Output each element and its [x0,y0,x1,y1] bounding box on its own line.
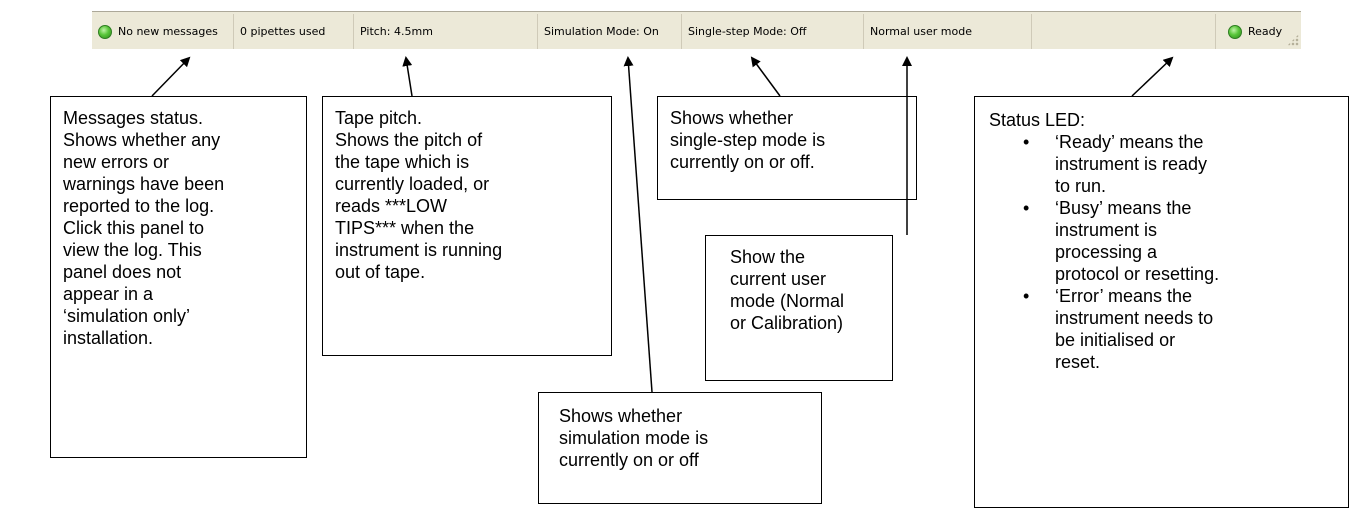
bullet-error: ‘Error’ means the instrument needs to be… [989,285,1340,373]
callout-line: instrument is running [335,240,503,260]
callout-line: view the log. This [63,240,202,260]
status-bar: No new messages 0 pipettes used Pitch: 4… [92,11,1301,49]
bullet-line: processing a [1055,242,1158,262]
callout-line: currently on or off. [670,152,815,172]
status-text: Ready [1248,25,1283,38]
bullet-line: ‘Ready’ means the [1055,132,1204,152]
simulation-callout: Shows whether simulation mode is current… [538,392,822,504]
callout-line: TIPS*** when the [335,218,475,238]
pitch-arrow [402,56,413,97]
callout-line: or Calibration) [730,313,844,333]
callout-line: Show the [730,247,806,267]
callout-line: installation. [63,328,154,348]
bullet-line: instrument needs to [1055,308,1214,328]
callout-line: currently loaded, or [335,174,490,194]
bullet-busy: ‘Busy’ means the instrument is processin… [989,197,1340,285]
spacer-panel [1032,14,1216,49]
bullet-line: instrument is ready [1055,154,1208,174]
callout-line: simulation mode is [559,428,709,448]
callout-line: Shows whether [559,406,683,426]
user-mode-panel: Normal user mode [864,14,1032,49]
callout-line: out of tape. [335,262,426,282]
callout-line: single-step mode is [670,130,826,150]
bullet-line: reset. [1055,352,1101,372]
callout-line: reported to the log. [63,196,215,216]
callout-line: Shows the pitch of [335,130,483,150]
bullet-line: ‘Error’ means the [1055,286,1193,306]
callout-line: Shows whether any [63,130,221,150]
user-mode-text: Normal user mode [870,25,972,38]
messages-panel[interactable]: No new messages [92,14,234,49]
pitch-text: Pitch: 4.5mm [360,25,433,38]
messages-callout: Messages status. Shows whether any new e… [50,96,307,458]
single-step-mode-text: Single-step Mode: Off [688,25,807,38]
callout-line: mode (Normal [730,291,845,311]
bullet-line: be initialised or [1055,330,1176,350]
bullet-line: to run. [1055,176,1107,196]
pitch-callout: Tape pitch. Shows the pitch of the tape … [322,96,612,356]
callout-line: Messages status. [63,108,204,128]
pipettes-used-text: 0 pipettes used [240,25,326,38]
simulation-mode-panel: Simulation Mode: On [538,14,682,49]
callout-line: Tape pitch. [335,108,423,128]
single-step-arrow [750,56,781,97]
callout-line: the tape which is [335,152,470,172]
callout-line: panel does not [63,262,182,282]
messages-arrow [151,56,191,97]
bullet-line: ‘Busy’ means the [1055,198,1192,218]
callout-title: Status LED: [989,110,1086,130]
callout-line: warnings have been [63,174,225,194]
bullet-line: instrument is [1055,220,1158,240]
status-led-bullet-list: ‘Ready’ means the instrument is ready to… [989,131,1340,373]
callout-line: reads ***LOW [335,196,448,216]
messages-led-icon [98,24,112,39]
user-mode-callout: Show the current user mode (Normal or Ca… [705,235,893,381]
bullet-ready: ‘Ready’ means the instrument is ready to… [989,131,1340,197]
callout-line: currently on or off [559,450,699,470]
bullet-line: protocol or resetting. [1055,264,1220,284]
callout-line: appear in a [63,284,154,304]
simulation-arrow [623,56,653,393]
single-step-callout: Shows whether single-step mode is curren… [657,96,917,200]
callout-line: ‘simulation only’ [63,306,191,326]
callout-line: current user [730,269,827,289]
status-panel: Ready [1216,14,1301,49]
status-led-arrow [1131,56,1174,97]
status-led-icon [1228,24,1242,39]
simulation-mode-text: Simulation Mode: On [544,25,659,38]
callout-line: Click this panel to [63,218,205,238]
pipettes-panel: 0 pipettes used [234,14,354,49]
messages-status-text: No new messages [118,25,218,38]
status-led-callout: Status LED: ‘Ready’ means the instrument… [974,96,1349,508]
callout-line: Shows whether [670,108,794,128]
callout-line: new errors or [63,152,170,172]
pitch-panel: Pitch: 4.5mm [354,14,538,49]
single-step-mode-panel: Single-step Mode: Off [682,14,864,49]
